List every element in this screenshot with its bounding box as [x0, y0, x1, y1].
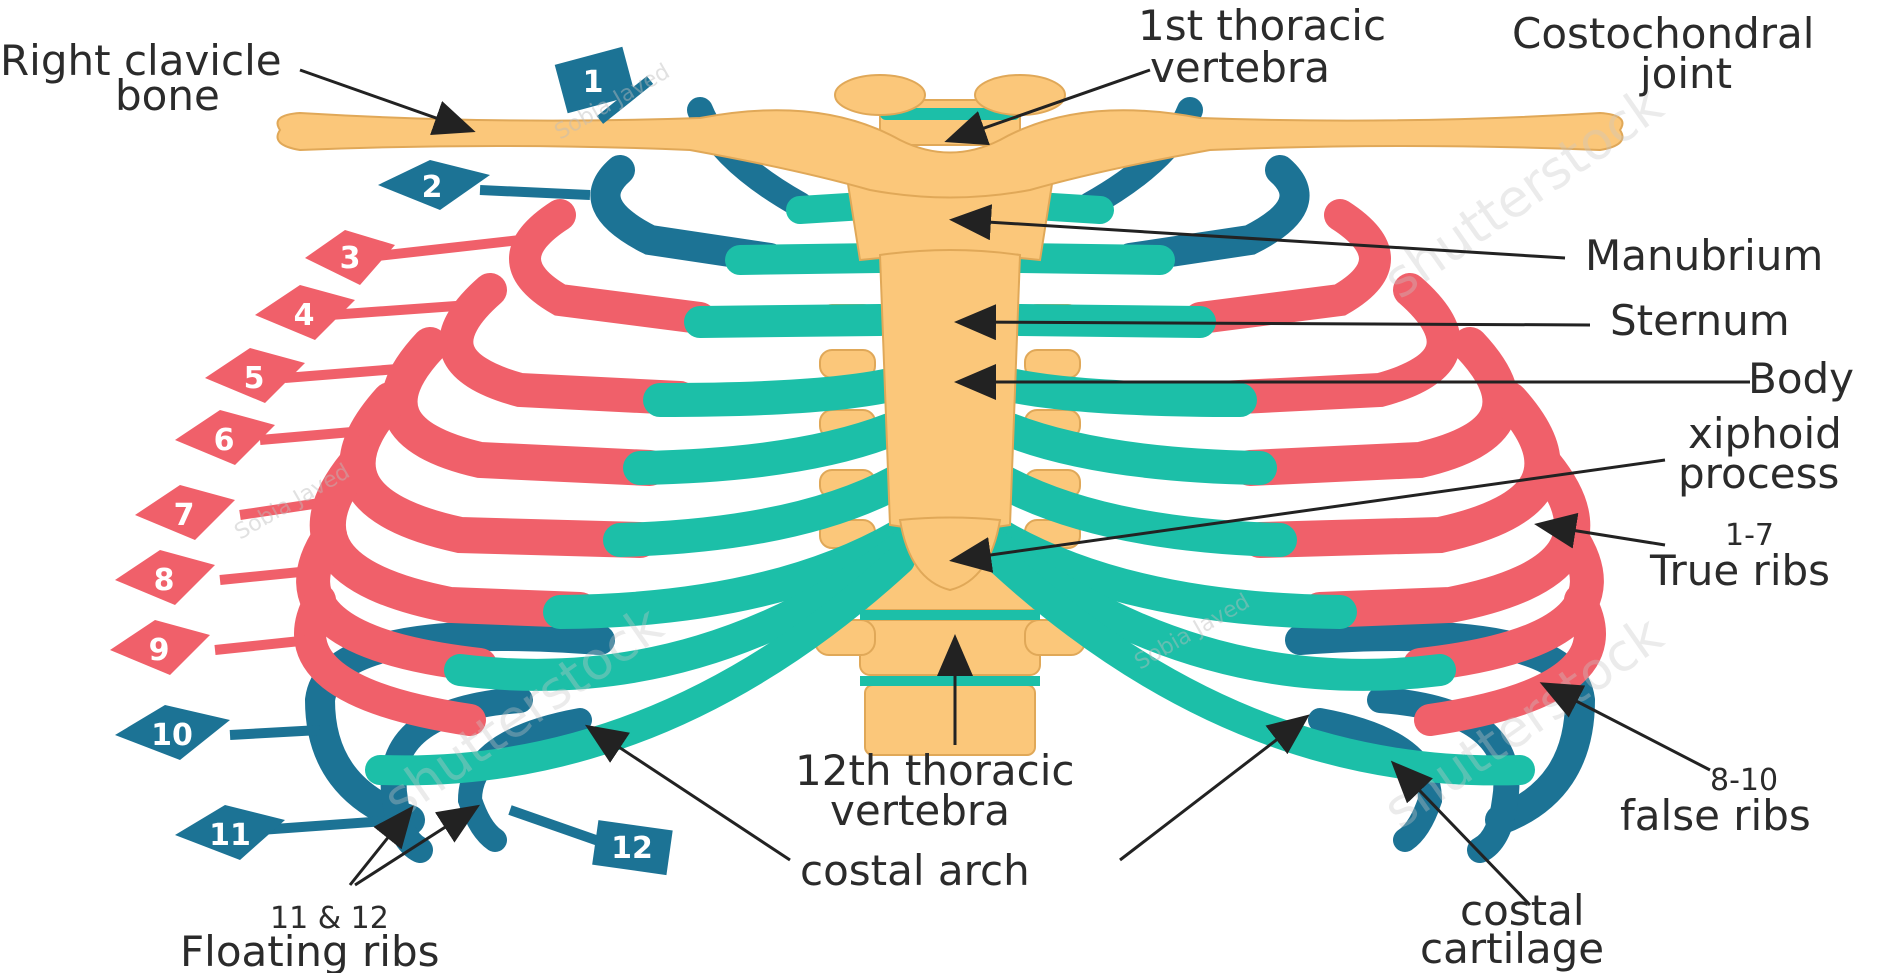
label-costochondral-line2: joint: [1639, 49, 1732, 98]
svg-text:11: 11: [209, 818, 251, 853]
label-floating-line2: Floating ribs: [180, 927, 440, 973]
label-true-ribs-line2: True ribs: [1649, 546, 1830, 595]
svg-text:9: 9: [149, 633, 170, 668]
vertebra-t12: [860, 620, 1040, 675]
svg-text:4: 4: [294, 298, 315, 333]
label-costal-cartilage-line2: cartilage: [1420, 924, 1604, 973]
rib-tag-9: 9: [110, 620, 310, 675]
label-false-ribs-line2: false ribs: [1620, 791, 1811, 840]
rib-tag-12: 12: [510, 810, 673, 875]
svg-text:3: 3: [340, 241, 361, 276]
rib-2-right: [1130, 170, 1295, 258]
label-clavicle-line2: bone: [115, 71, 220, 120]
label-t12-line2: vertebra: [830, 786, 1010, 835]
svg-text:5: 5: [244, 361, 265, 396]
rib-tag-10: 10: [115, 705, 320, 760]
label-t1-line2: vertebra: [1150, 43, 1330, 92]
label-manubrium: Manubrium: [1585, 231, 1823, 280]
svg-text:2: 2: [422, 170, 443, 205]
svg-text:6: 6: [214, 423, 235, 458]
svg-text:8: 8: [154, 563, 175, 598]
label-body: Body: [1748, 354, 1854, 403]
rib-tag-8: 8: [115, 550, 320, 605]
svg-text:7: 7: [174, 498, 195, 533]
svg-text:10: 10: [151, 718, 193, 753]
sternum-body-shape: [880, 250, 1020, 530]
svg-text:12: 12: [611, 831, 653, 866]
label-costal-arch: costal arch: [800, 846, 1030, 895]
label-xiphoid-line2: process: [1678, 449, 1839, 498]
label-sternum: Sternum: [1610, 296, 1790, 345]
